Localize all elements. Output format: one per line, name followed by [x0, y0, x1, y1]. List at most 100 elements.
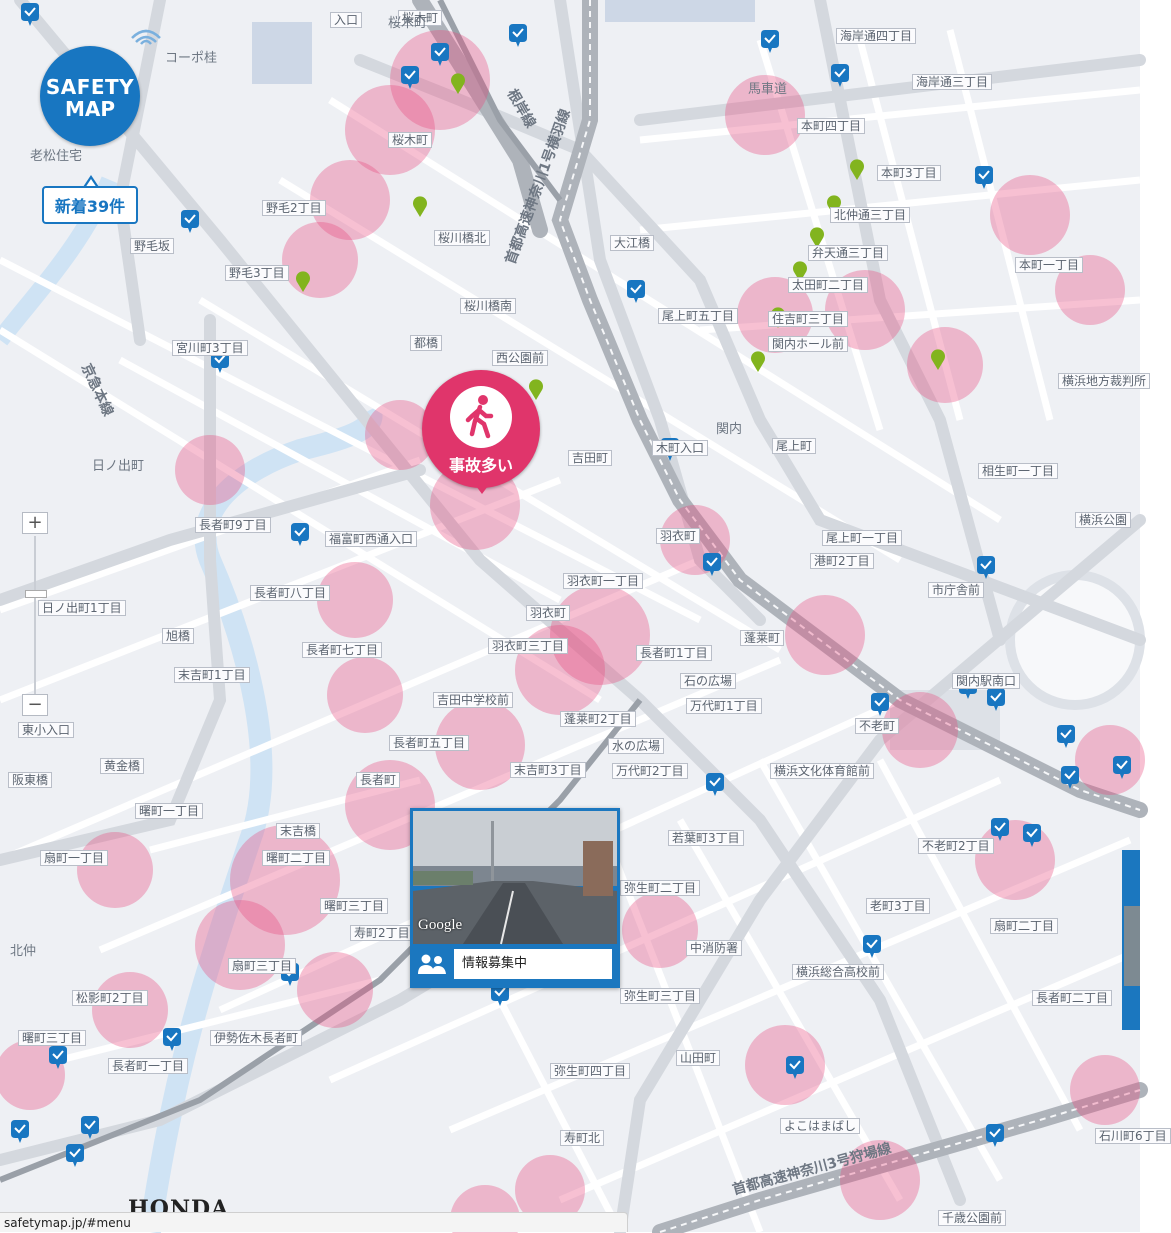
accident-hotspot[interactable]	[840, 1140, 920, 1220]
green-location-marker-icon[interactable]	[930, 349, 946, 370]
intersection-name: 羽衣町三丁目	[492, 639, 565, 653]
intersection-label: 大江橋	[610, 235, 655, 251]
accident-hotspot[interactable]	[785, 595, 865, 675]
intersection-name: 尾上町	[776, 439, 813, 453]
accident-hotspot[interactable]	[990, 175, 1070, 255]
green-location-marker-icon[interactable]	[451, 73, 466, 94]
report-marker-icon[interactable]	[509, 24, 527, 47]
accident-hotspot[interactable]	[515, 1155, 585, 1225]
report-marker-icon[interactable]	[986, 1124, 1004, 1147]
green-location-marker-icon[interactable]	[528, 379, 543, 400]
accident-hotspot[interactable]	[907, 327, 983, 403]
intersection-label: 太田町二丁目	[788, 277, 869, 293]
accident-hotspot[interactable]	[1070, 1055, 1140, 1125]
report-marker-icon[interactable]	[1057, 725, 1075, 748]
intersection-name: 海岸通三丁目	[916, 75, 989, 89]
accident-hotspot[interactable]	[725, 75, 805, 155]
intersection-name: 尾上町一丁目	[826, 531, 899, 545]
report-marker-icon[interactable]	[975, 166, 993, 189]
accident-hotspot[interactable]	[175, 435, 245, 505]
accident-hotspot[interactable]	[345, 85, 435, 175]
accident-hotspot[interactable]	[1075, 725, 1145, 795]
accident-pin[interactable]: 事故多い	[422, 370, 540, 488]
intersection-label: 末吉町3丁目	[510, 762, 586, 778]
intersection-label: 蓬莱町2丁目	[560, 711, 636, 727]
safety-map-logo[interactable]: SAFETY MAP	[40, 46, 140, 146]
report-marker-icon[interactable]	[11, 1120, 29, 1143]
report-marker-icon[interactable]	[1023, 824, 1041, 847]
intersection-name: 横浜総合高校前	[796, 965, 881, 979]
report-marker-icon[interactable]	[706, 773, 724, 796]
accident-hotspot[interactable]	[390, 30, 490, 130]
intersection-label: 長者町9丁目	[195, 517, 271, 533]
report-marker-icon[interactable]	[66, 1144, 84, 1167]
report-marker-icon[interactable]	[163, 1028, 181, 1051]
report-marker-icon[interactable]	[991, 818, 1009, 841]
street-view-photo[interactable]: Google	[413, 811, 617, 945]
intersection-name: 羽衣町	[660, 529, 697, 543]
accident-hotspot[interactable]	[310, 160, 390, 240]
intersection-name: 扇町三丁目	[232, 959, 293, 973]
green-location-marker-icon[interactable]	[751, 351, 765, 372]
intersection-label: 東小入口	[18, 722, 75, 738]
accident-hotspot[interactable]	[622, 892, 698, 968]
intersection-name: 尾上町五丁目	[662, 309, 735, 323]
accident-hotspot[interactable]	[297, 952, 373, 1028]
report-marker-icon[interactable]	[431, 43, 449, 66]
report-marker-icon[interactable]	[21, 3, 39, 26]
report-marker-icon[interactable]	[181, 210, 199, 233]
report-marker-icon[interactable]	[627, 280, 645, 303]
new-reports-badge[interactable]: 新着39件	[42, 186, 138, 224]
report-marker-icon[interactable]	[703, 553, 721, 576]
report-marker-icon[interactable]	[977, 556, 995, 579]
green-location-marker-icon[interactable]	[296, 271, 311, 292]
zoom-track[interactable]	[34, 536, 36, 698]
intersection-label: 本町3丁目	[877, 165, 941, 181]
report-marker-icon[interactable]	[871, 693, 889, 716]
green-location-marker-icon[interactable]	[810, 227, 825, 248]
accident-hotspot[interactable]	[92, 972, 168, 1048]
report-marker-icon[interactable]	[81, 1116, 99, 1139]
green-location-marker-icon[interactable]	[413, 196, 427, 217]
report-marker-icon[interactable]	[491, 983, 509, 1006]
green-location-marker-icon[interactable]	[793, 261, 807, 282]
report-marker-icon[interactable]	[831, 64, 849, 87]
accident-hotspot[interactable]	[435, 700, 525, 790]
intersection-name: 住吉町三丁目	[772, 312, 845, 326]
report-marker-icon[interactable]	[987, 688, 1005, 711]
report-marker-icon[interactable]	[761, 30, 779, 53]
zoom-slider-handle[interactable]	[25, 590, 47, 598]
intersection-label: 長者町五丁目	[389, 735, 470, 751]
report-marker-icon[interactable]	[863, 935, 881, 958]
report-marker-icon[interactable]	[401, 66, 419, 89]
green-location-marker-icon[interactable]	[849, 159, 864, 180]
intersection-label: 石の広場	[680, 673, 737, 689]
street-view-card[interactable]: Google 情報募集中	[410, 808, 620, 988]
accident-hotspot[interactable]	[550, 585, 650, 685]
green-location-marker-icon[interactable]	[827, 195, 841, 216]
accident-hotspot[interactable]	[745, 1025, 825, 1105]
accident-hotspot[interactable]	[282, 222, 358, 298]
accident-hotspot[interactable]	[365, 400, 435, 470]
accident-hotspot[interactable]	[0, 1040, 65, 1110]
accident-hotspot[interactable]	[195, 900, 285, 990]
accident-hotspot[interactable]	[975, 820, 1055, 900]
intersection-name: 万代町2丁目	[616, 764, 684, 778]
report-marker-icon[interactable]	[49, 1046, 67, 1069]
report-marker-icon[interactable]	[786, 1056, 804, 1079]
intersection-name: 横浜地方裁判所	[1062, 374, 1147, 388]
zoom-in-button[interactable]: +	[22, 512, 48, 534]
report-marker-icon[interactable]	[291, 523, 309, 546]
accident-hotspot[interactable]	[327, 657, 403, 733]
accident-hotspot[interactable]	[882, 692, 958, 768]
zoom-out-button[interactable]: −	[22, 694, 48, 716]
report-marker-icon[interactable]	[1061, 766, 1079, 789]
street-view-card-partial[interactable]	[1122, 850, 1140, 1030]
intersection-label: 関内駅南口	[952, 673, 1021, 689]
accident-hotspot[interactable]	[77, 832, 153, 908]
river	[139, 405, 383, 1233]
accident-hotspot[interactable]	[317, 562, 393, 638]
report-marker-icon[interactable]	[1113, 756, 1131, 779]
intersection-label: 弁天通三丁目	[808, 245, 889, 261]
